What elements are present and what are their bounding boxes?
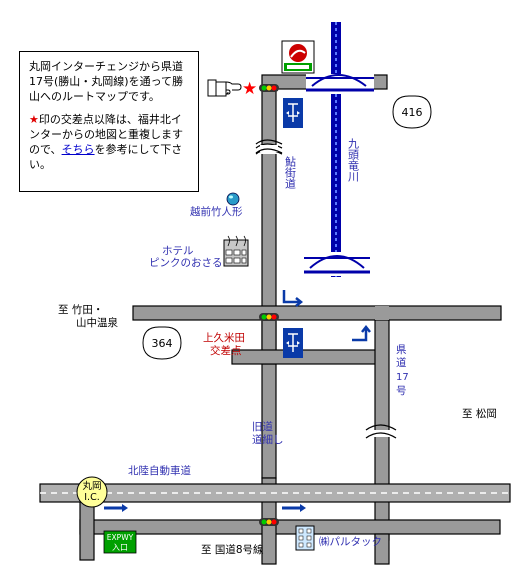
route-416-shield: 416	[392, 95, 432, 129]
ayu-road-label: 鮎街道	[284, 155, 297, 189]
dest-matsuoka: 至 松岡	[462, 407, 497, 420]
expwy-label1: EXPWY	[107, 533, 134, 542]
road-pref-17-join	[375, 306, 389, 320]
road-south	[79, 519, 501, 535]
traffic-signal-lower	[259, 518, 279, 526]
hotel-label-2: ピンクのおさる	[149, 257, 223, 269]
expwy-label2: 入口	[112, 543, 128, 552]
river-label: 九頭竜川	[347, 138, 360, 182]
traffic-signal-upper	[259, 84, 279, 92]
direction-sign-upper-icon	[283, 98, 303, 128]
south-arrow-icon	[282, 504, 306, 512]
hotel-label-1: ホテル	[162, 245, 194, 257]
coop-logo-icon	[281, 40, 315, 74]
river-label-text: 九頭竜川	[347, 138, 360, 182]
star-icon: ★	[29, 113, 39, 126]
pref17-char-3: 17	[396, 372, 409, 383]
office-building-icon	[295, 525, 315, 551]
dest-route8: 至 国道8号線	[201, 543, 264, 556]
pref17-char-4: 号	[396, 385, 407, 397]
hokuriku-expwy-label: 北陸自動車道	[128, 464, 191, 477]
dest-yamanaka-2: 山中温泉	[76, 316, 118, 329]
turn-arrow-up-icon	[352, 324, 371, 342]
parutack-label: ㈱パルタック	[319, 536, 382, 548]
river-kuzuryu	[331, 22, 341, 277]
route-416-number: 416	[402, 106, 423, 119]
info-paragraph-2: ★印の交差点以降は、福井北インターからの地図と重複しますので、そちらを参考にして…	[29, 112, 192, 172]
info-box: 丸岡インターチェンジから県道17号(勝山・丸岡線)を通って勝山へのルートマップで…	[19, 51, 199, 192]
road-breaks	[255, 139, 397, 439]
expwy-entrance-sign: EXPWY 入口	[103, 530, 137, 554]
turn-arrow-right-icon	[282, 290, 304, 307]
expressway	[39, 483, 511, 503]
route-star-marker: ★	[242, 79, 257, 99]
echizen-doll-label: 越前竹人形	[190, 205, 243, 218]
route-364-shield: 364	[142, 326, 182, 360]
hotel-building-icon	[223, 235, 249, 267]
old-road-label-1: 旧道	[252, 420, 273, 433]
pref-road-17-label: 県 道 17 号	[396, 344, 409, 397]
pref17-char-1: 県	[396, 344, 407, 356]
route-364-number: 364	[152, 337, 173, 350]
maruoka-ic-marker[interactable]: 丸岡 I.C.	[76, 476, 108, 508]
dest-yamanaka-1: 至 竹田・	[58, 303, 103, 316]
road-old-road	[261, 357, 277, 479]
road-route-364	[132, 305, 502, 321]
pointing-hand-icon	[207, 79, 242, 97]
kamikume-label-1: 上久米田	[203, 331, 245, 344]
bridge-upper	[306, 74, 374, 94]
old-road-label-2: 道細し	[252, 433, 284, 446]
maruoka-ic-label2: I.C.	[84, 492, 99, 503]
pref17-char-2: 道	[396, 356, 407, 369]
road-link	[231, 349, 383, 365]
road-pref17-bottom	[374, 533, 390, 565]
expwy-arrow-icon	[104, 504, 128, 512]
reference-link[interactable]: そちら	[61, 143, 95, 156]
info-text-b: を参考にして下さい。	[29, 143, 183, 171]
kamikume-label-2: 交差点	[210, 344, 242, 357]
direction-sign-middle-icon	[283, 328, 303, 358]
globe-icon	[226, 192, 240, 206]
traffic-signal-middle	[259, 313, 279, 321]
maruoka-ic-label1: 丸岡	[82, 480, 101, 492]
info-text-a: 印の交差点以降は、福井北インターからの地図と重複しますので、	[29, 113, 183, 156]
info-paragraph-1: 丸岡インターチェンジから県道17号(勝山・丸岡線)を通って勝山へのルートマップで…	[29, 60, 184, 103]
road-south-ramp	[79, 499, 95, 561]
bridge-lower	[304, 252, 370, 276]
